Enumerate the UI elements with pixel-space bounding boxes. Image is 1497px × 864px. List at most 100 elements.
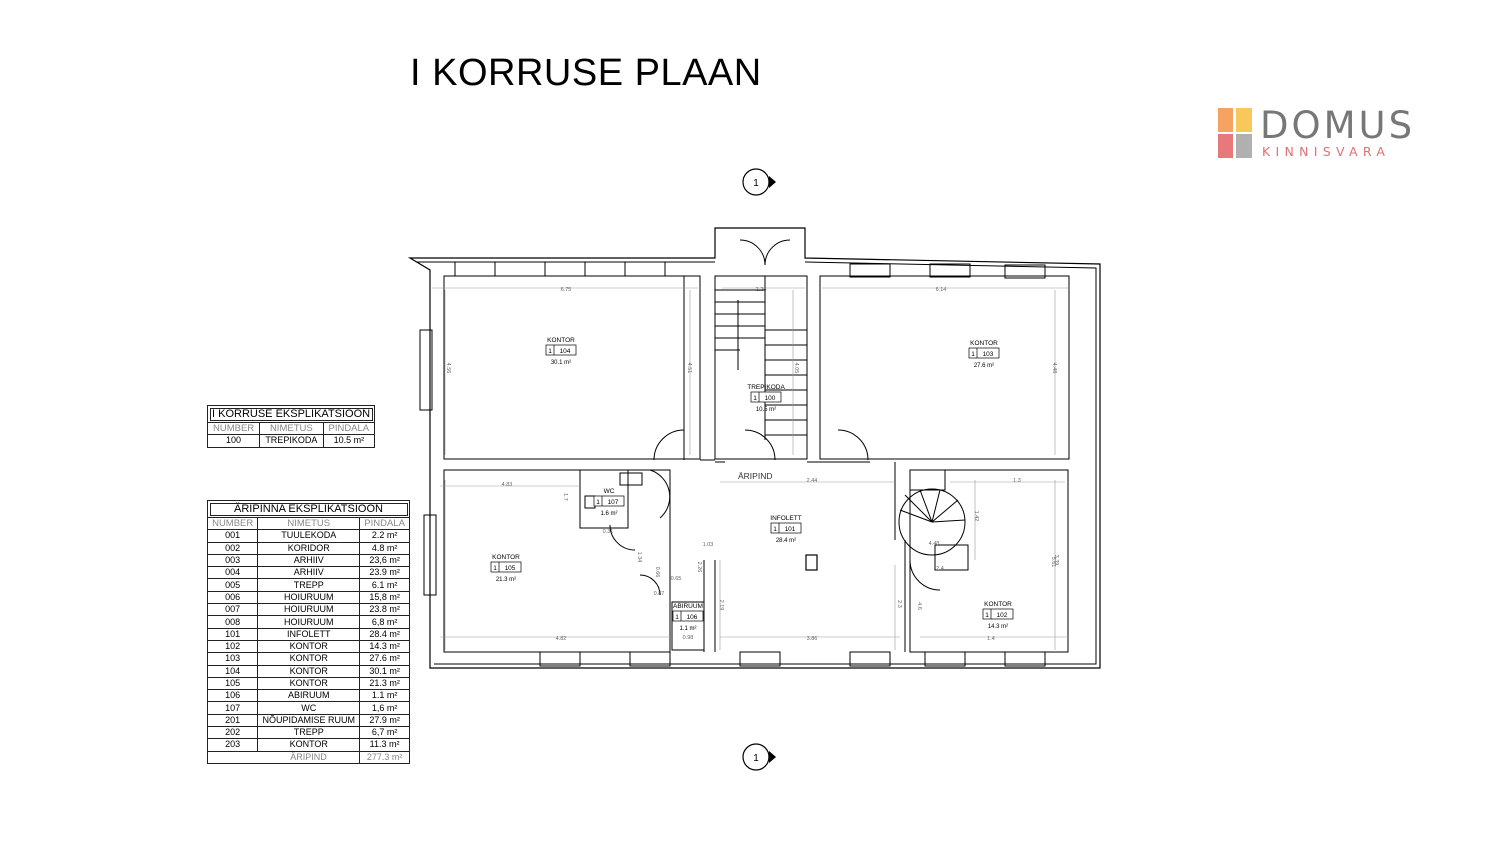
room-number: 004 [206, 566, 259, 580]
domus-logo: DOMUS KINNISVARA [1218, 104, 1443, 160]
dimension-label: 2.44 [807, 478, 818, 484]
room-name: HOIURUUM [257, 590, 361, 605]
dimension-label: 3.86 [807, 636, 818, 642]
window [544, 261, 586, 277]
dimension-label: 1.34 [636, 552, 642, 563]
window [624, 261, 666, 277]
outer-wall [407, 227, 1101, 669]
room-number: 107 [206, 701, 259, 715]
room-number: 102 [206, 639, 259, 654]
room-number-box [968, 347, 1000, 359]
room-name: ARHIIV [257, 553, 361, 568]
spiral-stair-steps [899, 489, 966, 523]
room-area: 28.4 m² [776, 538, 796, 544]
door-swing [639, 574, 661, 596]
room-number: 202 [206, 726, 259, 740]
room-name: WC [604, 488, 615, 495]
window [629, 651, 671, 667]
dimension-label: 2.26 [756, 287, 767, 293]
stair-landing [909, 469, 946, 491]
room-floor: 1 [971, 351, 975, 358]
room-name: KONTOR [257, 676, 361, 691]
room-name: NÕUPIDAMISE RUUM [257, 713, 361, 728]
room-name: TUULEKODA [257, 529, 361, 543]
door-swing [837, 429, 869, 461]
room-area: 6,8 m² [359, 615, 410, 629]
room-area: 1.1 m² [359, 689, 410, 703]
window [924, 651, 966, 667]
room-number: 107 [608, 499, 619, 506]
room-name: TREPIKODA [747, 384, 785, 391]
dimension-label: 1.7 [562, 493, 568, 501]
room-floor: 1 [773, 526, 777, 533]
room-number: 203 [206, 738, 259, 752]
window [419, 329, 433, 411]
door-swing [909, 559, 941, 591]
door-swing [653, 429, 685, 461]
room-number: 001 [206, 529, 259, 543]
room-floor: 1 [985, 612, 989, 619]
room-area: 1.1 m² [679, 626, 696, 632]
column-header: NUMBER [206, 516, 259, 531]
room-number-box [750, 391, 782, 403]
room-area: 27.6 m² [974, 363, 994, 369]
section-marker-label: 1 [753, 178, 759, 189]
room-number: 101 [785, 526, 796, 533]
room-number-box [672, 610, 704, 622]
room-name: KONTOR [492, 554, 520, 561]
room-name: ABIRUUM [673, 603, 703, 610]
dimension-label: 0.87 [654, 591, 665, 597]
area-label: ÄRIPIND [738, 471, 772, 481]
dimension-label: 1.4 [987, 636, 995, 642]
room-area: 15,8 m² [359, 590, 410, 605]
column [805, 554, 818, 571]
business-explication-table: ÄRIPINNA EKSPLIKATSIOON NUMBER NIMETUS P… [206, 500, 410, 764]
room-area: 10.5 m² [322, 434, 376, 448]
room-number: 002 [206, 541, 259, 555]
room-area: 1.6 m² [600, 511, 617, 517]
room-number: 106 [206, 689, 259, 703]
window [849, 263, 891, 278]
room-number: 105 [505, 565, 516, 572]
room-area: 21.3 m² [359, 676, 410, 691]
window [849, 651, 891, 667]
room-number-box [545, 344, 577, 356]
dimension-label: 4.48 [1051, 363, 1057, 374]
section-marker: 1 [742, 743, 776, 771]
room-floor: 1 [493, 565, 497, 572]
room-number: 201 [206, 713, 259, 728]
room-area: 21.3 m² [496, 577, 516, 583]
table-row: 100 TREPIKODA 10.5 m² [206, 434, 376, 448]
dimension-label: 0.98 [683, 635, 694, 641]
room-area: 27.9 m² [359, 713, 410, 728]
room-number: 106 [687, 614, 698, 621]
room-area: 6,7 m² [359, 726, 410, 740]
room-number: 105 [206, 676, 259, 691]
room-number-box [770, 522, 802, 534]
dimension-label: 2.3 [896, 600, 902, 608]
room-name: KONTOR [984, 601, 1012, 608]
room-area: 27.6 m² [359, 652, 410, 666]
room-outline-107 [579, 469, 629, 529]
dimension-label: 0.65 [671, 576, 682, 582]
logo-wordmark: DOMUS [1260, 104, 1416, 147]
dimension-label: 1.42 [973, 511, 979, 522]
room-number: 006 [206, 590, 259, 605]
room-name: WC [257, 701, 361, 715]
room-name: KONTOR [257, 639, 361, 654]
room-number: 007 [206, 603, 259, 617]
footer-area: 277.3 m² [359, 750, 410, 764]
dimension-label: 4.6 [916, 602, 922, 610]
room-name: KONTOR [257, 652, 361, 666]
door-swing [649, 469, 671, 519]
dimension-label: 3.39 [1053, 555, 1059, 566]
room-number: 104 [560, 348, 571, 355]
dimension-label: 4.56 [445, 363, 451, 374]
dimension-label: 2.4 [936, 566, 944, 572]
